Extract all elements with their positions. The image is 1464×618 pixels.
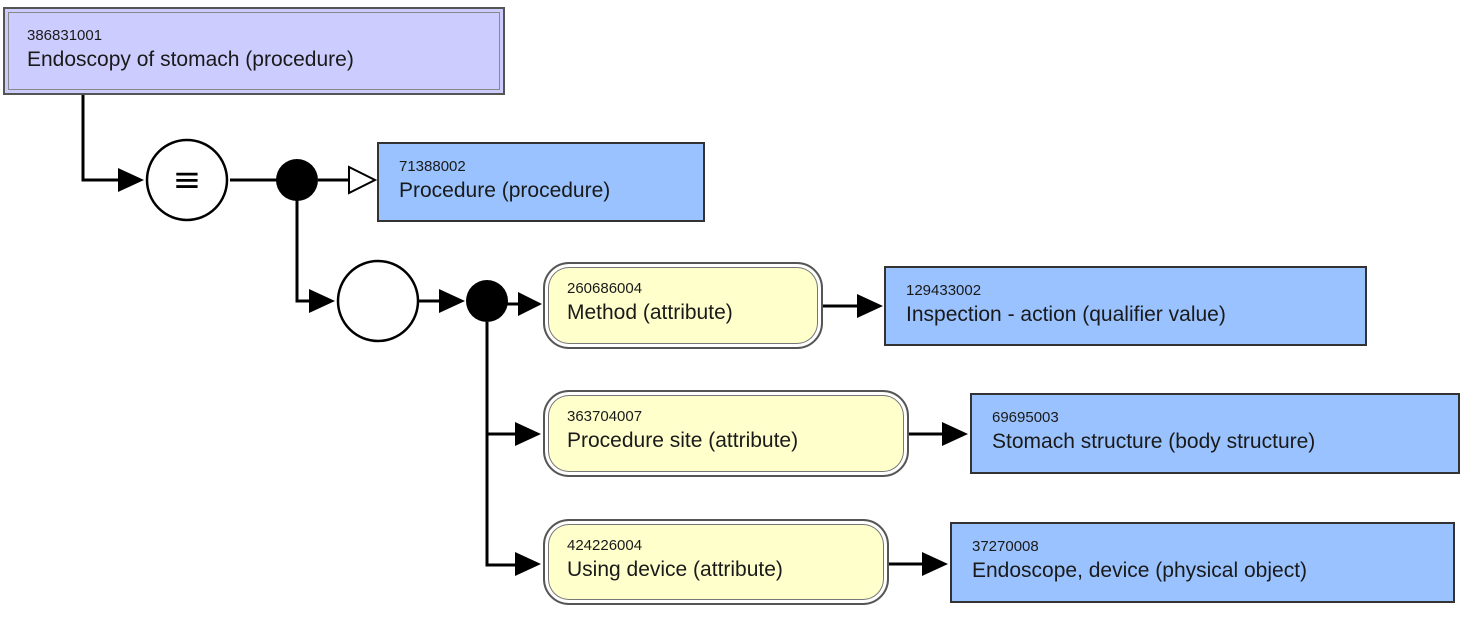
attribute-procedure-site-id: 363704007 — [567, 408, 643, 425]
value-stomach-structure-label: Stomach structure (body structure) — [992, 430, 1316, 453]
root-concept-id: 386831001 — [27, 27, 103, 44]
arrowhead-to-attr-2 — [515, 422, 541, 446]
arrowhead-to-value-1 — [857, 294, 883, 318]
parent-concept-label: Procedure (procedure) — [399, 179, 611, 202]
attribute-using-device-label: Using device (attribute) — [567, 558, 783, 581]
attribute-using-device-box[interactable]: 424226004 Using device (attribute) — [543, 519, 889, 605]
attribute-procedure-site-box[interactable]: 363704007 Procedure site (attribute) — [543, 390, 909, 477]
connector-root-to-equivalence — [81, 94, 118, 182]
value-endoscope-id: 37270008 — [972, 538, 1039, 555]
conjunction-dot-1 — [276, 159, 318, 201]
arrowhead-to-value-2 — [942, 422, 968, 446]
connector-conjunction-to-attr-2-3 — [485, 322, 518, 567]
attribute-using-device-id: 424226004 — [567, 537, 643, 554]
value-inspection-box[interactable]: 129433002 Inspection - action (qualifier… — [884, 266, 1367, 346]
parent-concept-id: 71388002 — [399, 158, 466, 175]
isa-arrowhead — [348, 165, 378, 195]
value-endoscope-box[interactable]: 37270008 Endoscope, device (physical obj… — [950, 522, 1455, 603]
attribute-method-box[interactable]: 260686004 Method (attribute) — [543, 262, 823, 349]
attribute-procedure-site-label: Procedure site (attribute) — [567, 429, 799, 452]
value-inspection-id: 129433002 — [906, 282, 982, 299]
attribute-method-label: Method (attribute) — [567, 301, 733, 324]
root-concept-label: Endoscopy of stomach (procedure) — [27, 48, 354, 71]
value-inspection-label: Inspection - action (qualifier value) — [906, 303, 1226, 326]
value-stomach-structure-box[interactable]: 69695003 Stomach structure (body structu… — [970, 393, 1460, 474]
equivalence-symbol: ≡ — [173, 160, 202, 200]
arrowhead-to-equivalence — [118, 168, 144, 192]
connector-conjunction-to-group — [295, 199, 310, 303]
arrowhead-to-group — [309, 289, 335, 313]
arrowhead-to-attr-1 — [518, 292, 542, 316]
equivalence-circle — [145, 138, 229, 222]
conjunction-dot-2 — [466, 280, 508, 322]
parent-concept-box[interactable]: 71388002 Procedure (procedure) — [377, 142, 705, 222]
arrowhead-to-attr-3 — [515, 552, 541, 576]
attribute-method-id: 260686004 — [567, 280, 643, 297]
arrowhead-to-value-3 — [922, 552, 948, 576]
attribute-group-circle — [336, 259, 420, 343]
root-concept-box[interactable]: 386831001 Endoscopy of stomach (procedur… — [3, 7, 505, 95]
arrowhead-to-attr-conjunction — [439, 289, 465, 313]
value-stomach-structure-id: 69695003 — [992, 409, 1059, 426]
value-endoscope-label: Endoscope, device (physical object) — [972, 559, 1308, 582]
